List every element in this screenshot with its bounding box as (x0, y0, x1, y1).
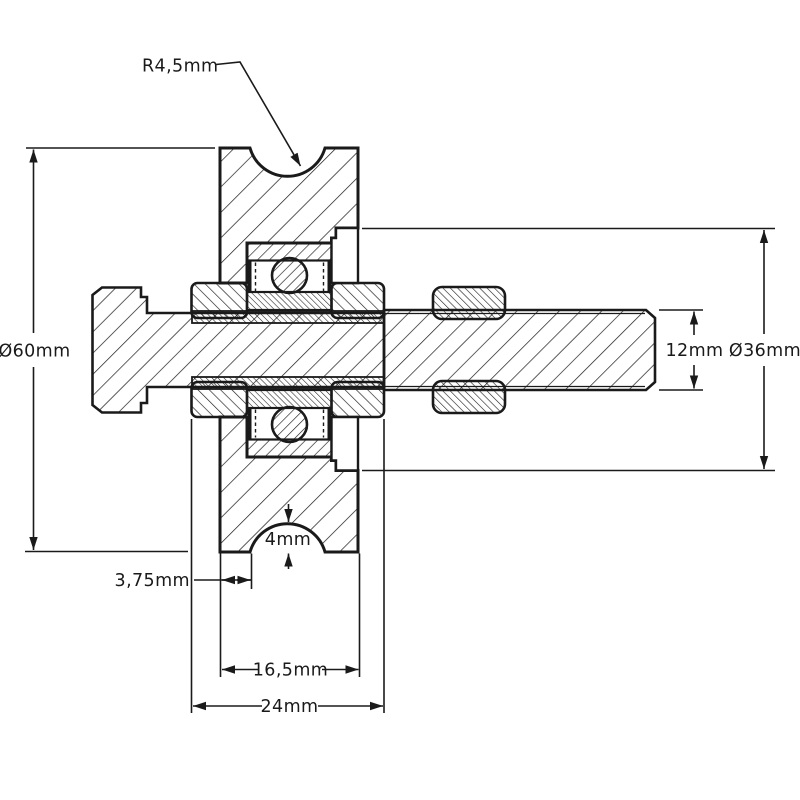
hex-nut (431, 285, 507, 415)
dimension-lines (25, 61, 775, 713)
label-wheel-diameter: Ø60mm (0, 342, 71, 362)
ball-bearing-bottom (245, 388, 333, 459)
washer-left-bottom (190, 380, 249, 419)
washer-right-top (330, 281, 386, 320)
label-shaft-diameter: 12mm (666, 341, 724, 361)
label-groove-radius: R4,5mm (142, 57, 219, 77)
bearing-shield-right-top (327, 261, 332, 291)
bearing-shield-right-bottom (327, 409, 332, 439)
washer-left-top (190, 281, 249, 320)
axle-bolt-threaded-end (382, 308, 657, 392)
flange-disc (330, 226, 360, 472)
bearing-ball-top (270, 256, 309, 295)
flange-disc-bottom-edge (330, 415, 360, 472)
bearing-shield-left-bottom (247, 409, 252, 439)
bearing-inner-ring-top (245, 290, 333, 312)
label-groove-depth: 4mm (265, 530, 311, 550)
label-groove-offset: 3,75mm (115, 571, 190, 591)
flange-disc-top-edge (330, 226, 360, 285)
label-hub-width: 24mm (261, 697, 319, 717)
label-wheel-width: 16,5mm (253, 661, 328, 681)
washers (190, 281, 386, 419)
bearing-inner-ring-bottom (245, 388, 333, 410)
bearing-shield-left-top (247, 261, 252, 291)
leader-groove-radius (215, 61, 302, 167)
dimension-labels: R4,5mm Ø60mm 12mm Ø36mm 4mm 3,75mm 16,5m… (0, 57, 800, 718)
washer-right-bottom (330, 380, 386, 419)
nut-section-bottom (431, 379, 507, 415)
bearing-ball-bottom (270, 405, 309, 444)
nut-section-top (431, 285, 507, 321)
ball-bearing-top (245, 241, 333, 312)
label-flange-diameter: Ø36mm (729, 341, 800, 361)
